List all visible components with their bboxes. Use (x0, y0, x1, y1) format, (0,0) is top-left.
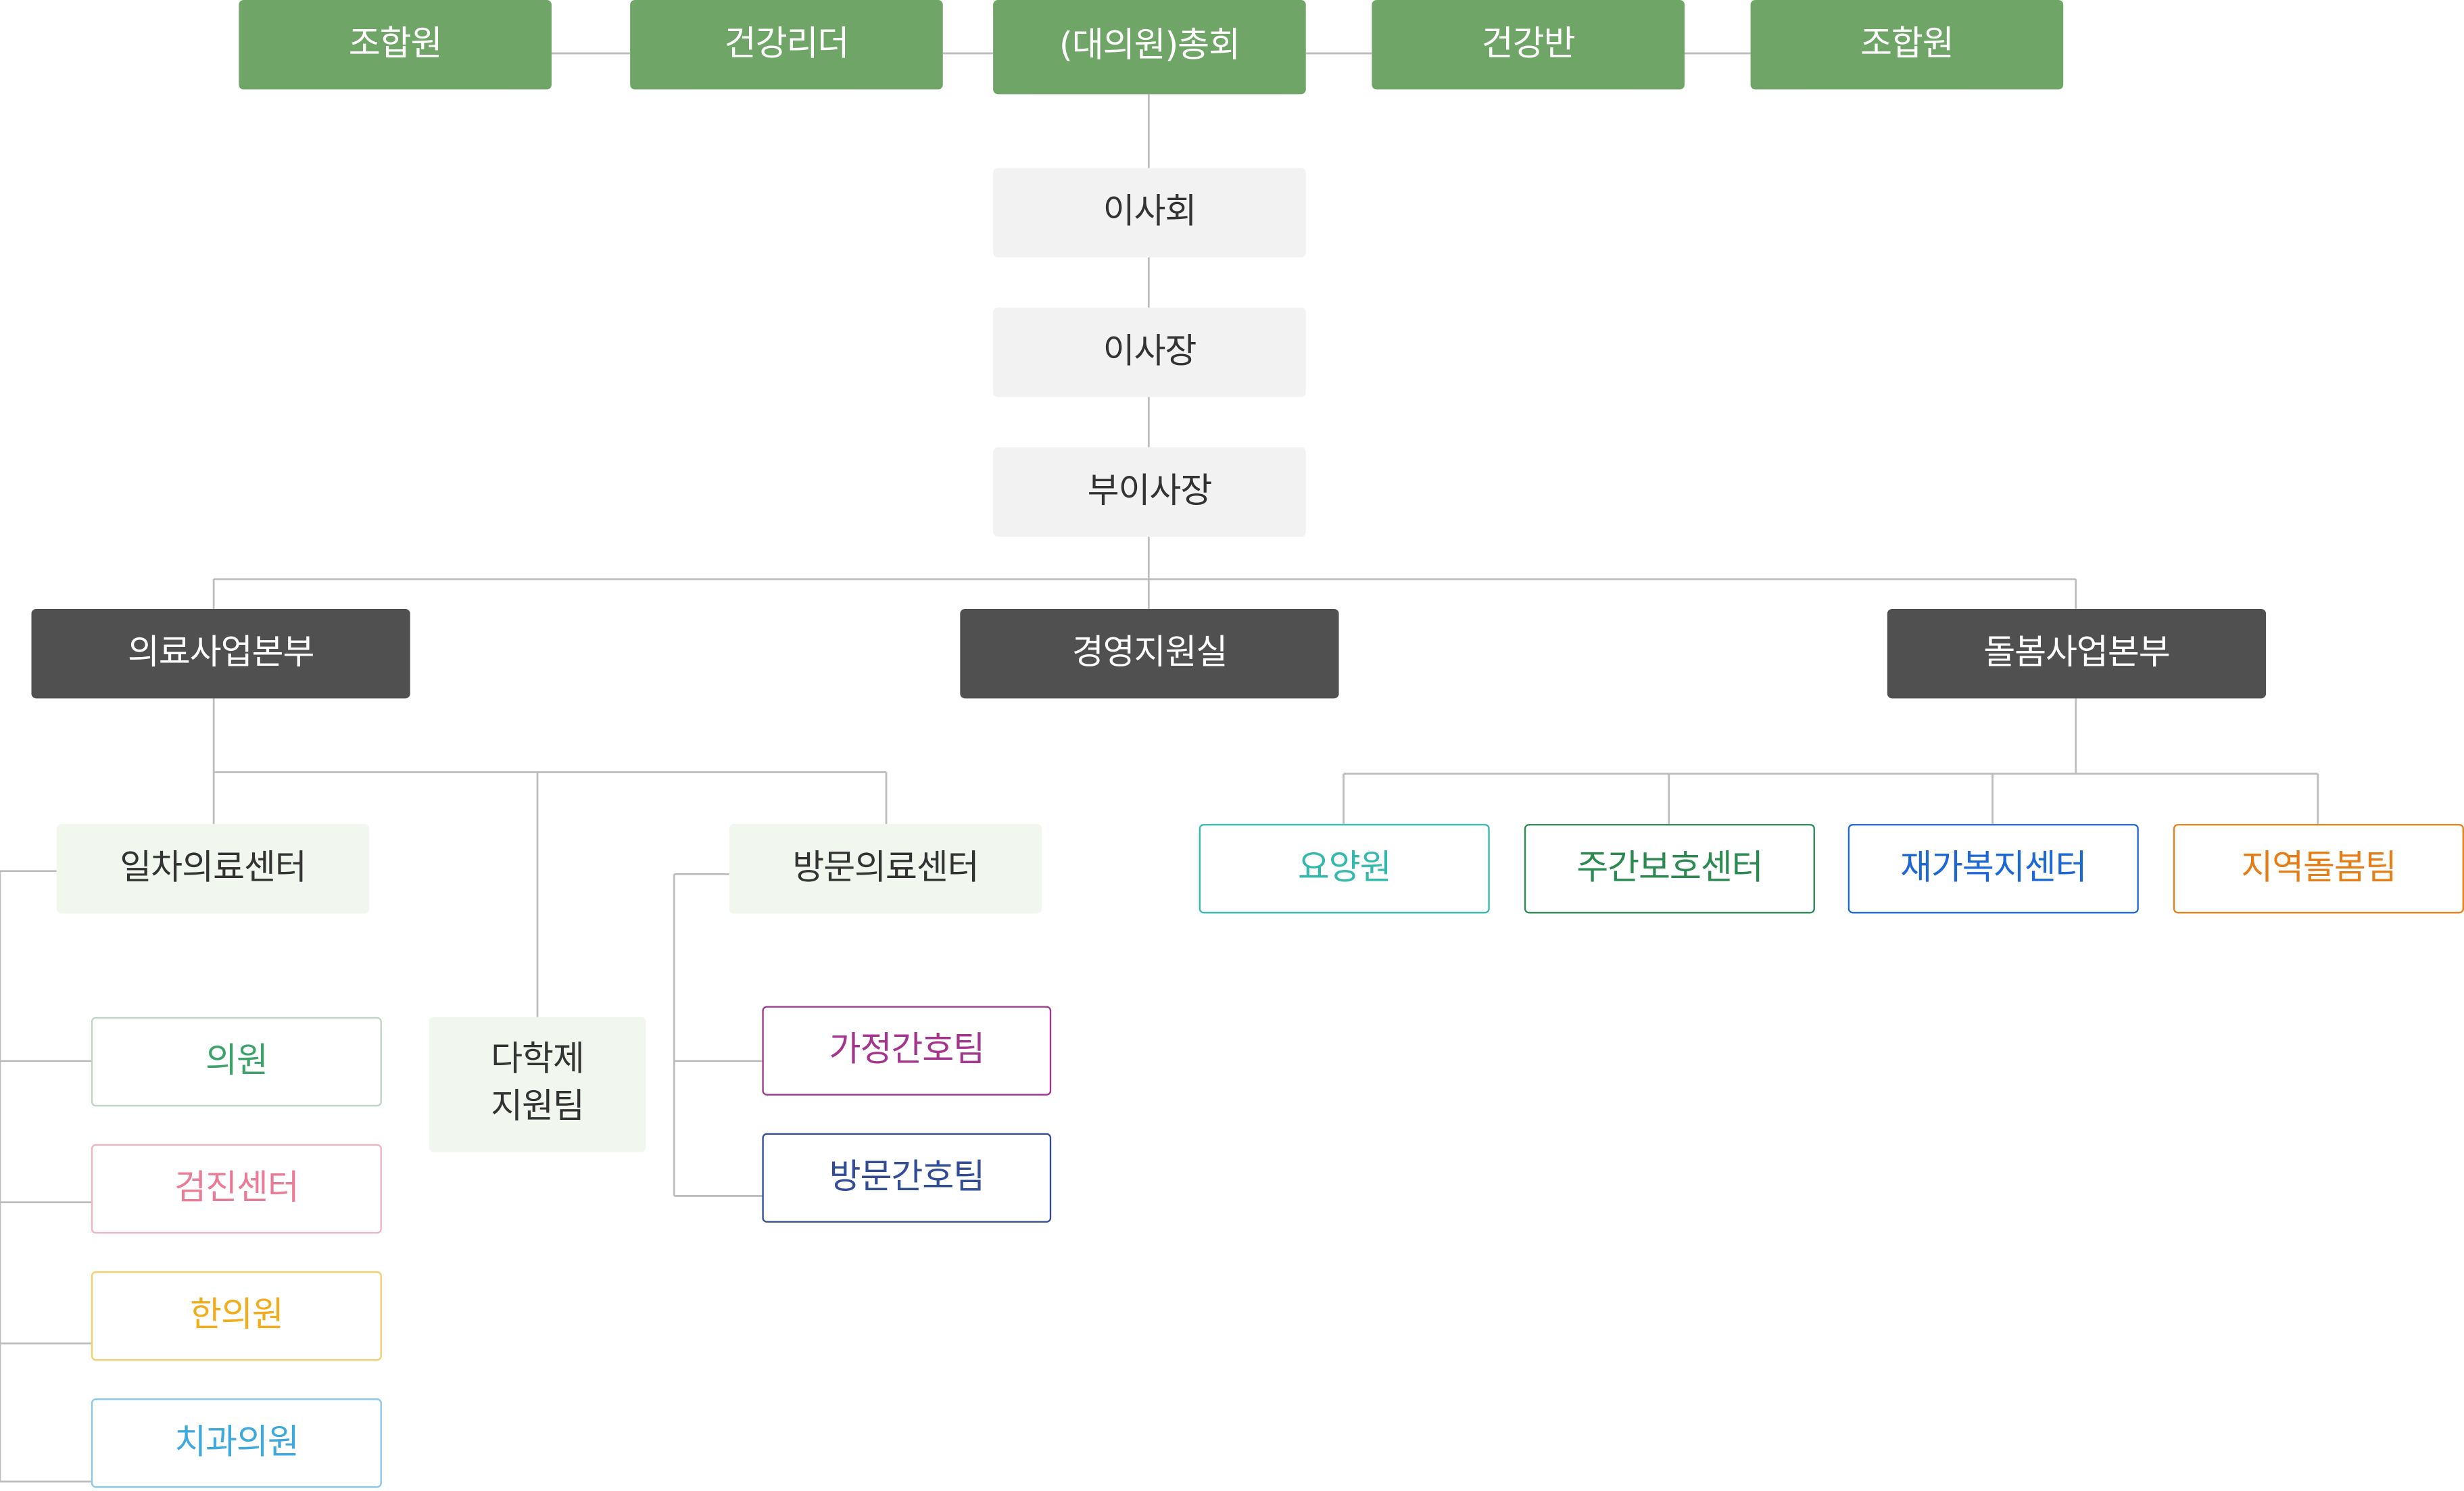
top-general-assembly: (대의원)총회 (993, 0, 1306, 95)
unit-nursing-home: 요양원 (1199, 824, 1490, 914)
division-management: 경영지원실 (960, 608, 1339, 699)
top-health-group: 건강반 (1372, 0, 1685, 90)
visiting-medical-center: 방문의료센터 (729, 824, 1042, 914)
division-medical: 의료사업본부 (31, 608, 410, 699)
unit-dental-clinic: 치과의원 (91, 1398, 382, 1488)
unit-visiting-nursing-team: 방문간호팀 (762, 1133, 1052, 1223)
vice-chairperson: 부이사장 (993, 447, 1306, 537)
multidisciplinary-support-team: 다학제 지원팀 (429, 1017, 646, 1152)
top-health-leader: 건강리더 (630, 0, 943, 90)
top-member-right: 조합원 (1750, 0, 2064, 90)
unit-home-welfare-center: 재가복지센터 (1847, 824, 2139, 914)
unit-community-care-team: 지역돌봄팀 (2173, 824, 2464, 914)
primary-care-center: 일차의료센터 (56, 824, 370, 914)
unit-day-care-center: 주간보호센터 (1524, 824, 1815, 914)
unit-clinic: 의원 (91, 1017, 382, 1107)
division-care: 돌봄사업본부 (1887, 608, 2267, 699)
unit-korean-medicine-clinic: 한의원 (91, 1271, 382, 1361)
unit-home-nursing-team: 가정간호팀 (762, 1006, 1052, 1096)
chairperson: 이사장 (993, 308, 1306, 397)
top-member-left: 조합원 (239, 0, 552, 90)
board-of-directors: 이사회 (993, 168, 1306, 258)
unit-health-checkup-center: 검진센터 (91, 1144, 382, 1234)
